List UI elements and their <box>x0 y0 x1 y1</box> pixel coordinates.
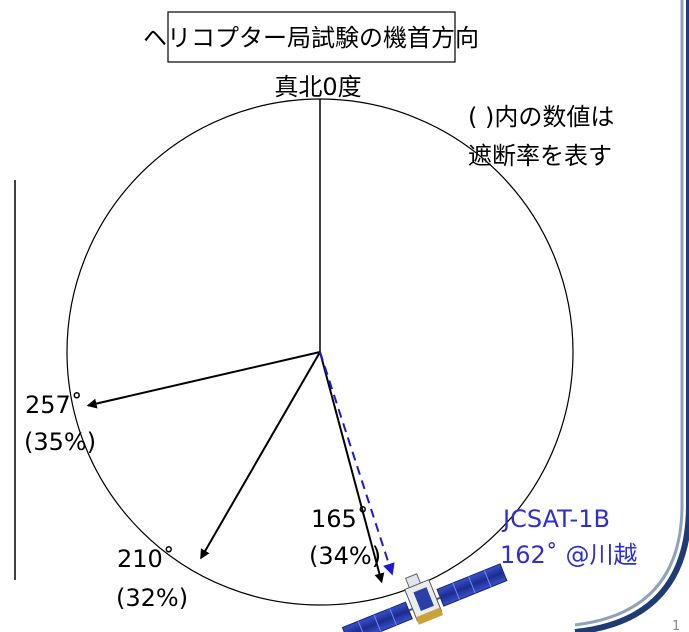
satellite-direction-arrow <box>319 351 395 576</box>
note-line-1: ( )内の数値は <box>468 103 614 131</box>
heading-210-degree: 210˚ <box>117 545 175 573</box>
heading-165-rate: (34%) <box>309 542 381 570</box>
heading-210-arrow <box>200 351 321 560</box>
heading-165-degree: 165˚ <box>311 505 369 533</box>
slide-corner-border-inner <box>574 0 684 627</box>
title-box <box>167 11 456 63</box>
heading-257-rate: (35%) <box>24 428 96 456</box>
slide-corner-border <box>574 0 689 632</box>
title-text: ヘリコプター局試験の機首方向 <box>143 24 479 52</box>
satellite-position: 162˚ @川越 <box>500 541 637 569</box>
north-label: 真北0度 <box>274 73 361 101</box>
heading-257-degree: 257˚ <box>25 391 83 419</box>
heading-257-arrow <box>86 351 321 409</box>
satellite-name: JCSAT-1B <box>501 505 610 533</box>
heading-210-rate: (32%) <box>116 584 188 612</box>
note-line-2: 遮断率を表す <box>468 142 612 170</box>
slide-number: 1 <box>672 619 680 632</box>
heading-165-arrow <box>319 351 385 584</box>
